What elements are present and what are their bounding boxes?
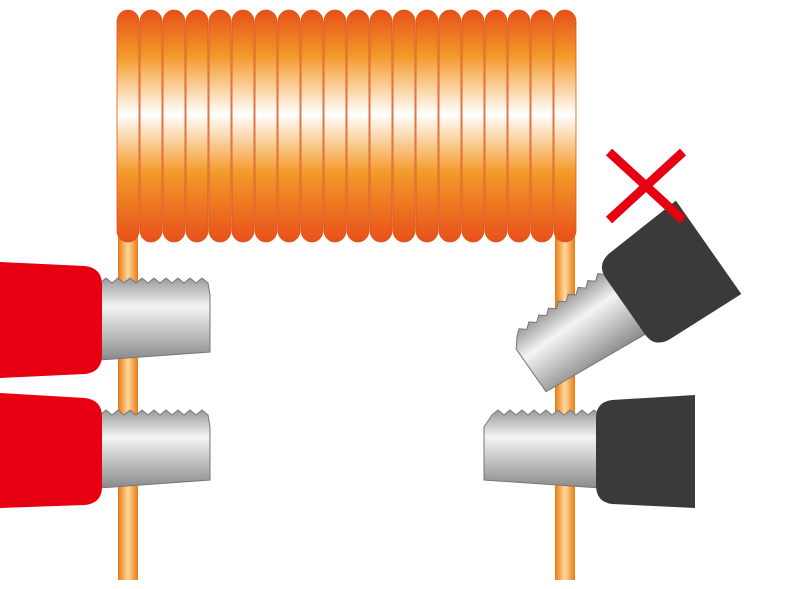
coil-icon: [116, 9, 577, 243]
coil-turn: [346, 9, 370, 243]
coil-turn: [254, 9, 278, 243]
coil-turn: [300, 9, 324, 243]
coil-turn: [530, 9, 554, 243]
coil-turn: [116, 9, 140, 243]
coil-turn: [139, 9, 163, 243]
coil-turn: [231, 9, 255, 243]
black-clip-icon: [483, 395, 695, 508]
coil-turn: [185, 9, 209, 243]
coil-turn: [208, 9, 232, 243]
coil-turn: [369, 9, 393, 243]
coil-turn: [484, 9, 508, 243]
coil-turn: [277, 9, 301, 243]
coil-turn: [162, 9, 186, 243]
right-lead-wire: [555, 220, 575, 580]
coil-turn: [392, 9, 416, 243]
red-clip-icon: [0, 393, 211, 508]
coil-turn: [415, 9, 439, 243]
red-clip-icon: [0, 262, 211, 378]
coil-turn: [553, 9, 577, 243]
coil-turn: [323, 9, 347, 243]
coil-turn: [438, 9, 462, 243]
coil-turn: [507, 9, 531, 243]
black-clip-icon: [515, 200, 742, 393]
left-lead-wire: [118, 220, 138, 580]
coil-turn: [461, 9, 485, 243]
cross-mark-icon: [605, 148, 687, 224]
